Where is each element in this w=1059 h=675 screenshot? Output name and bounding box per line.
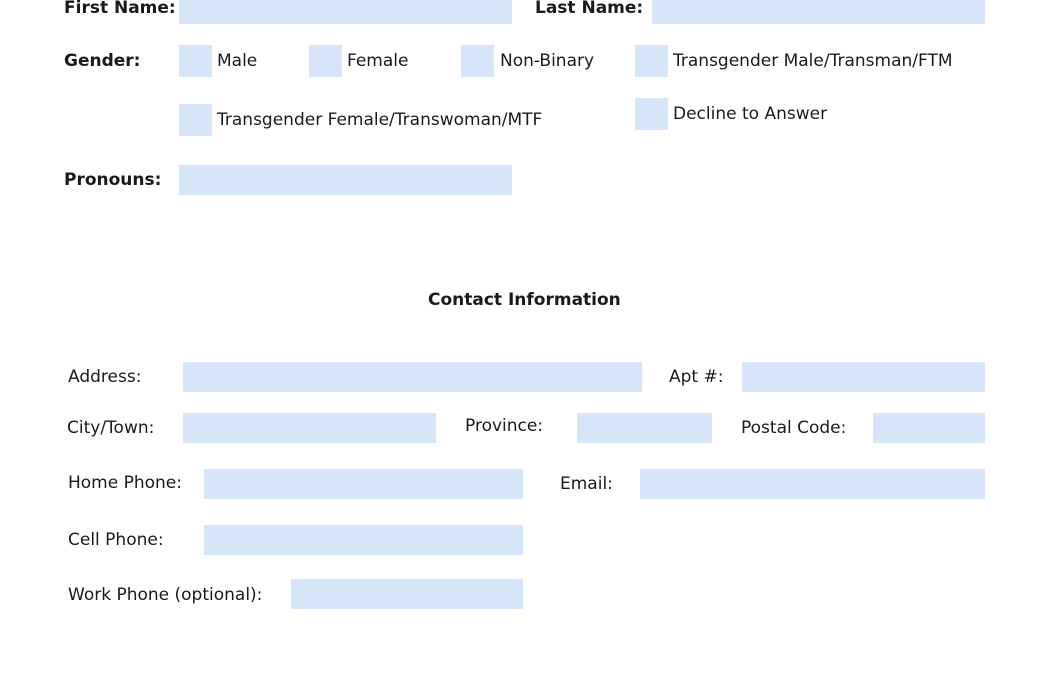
email-label: Email: xyxy=(560,474,613,494)
gender-transgender-male-checkbox[interactable] xyxy=(635,45,668,77)
gender-option-label: Non-Binary xyxy=(500,51,595,71)
first-name-label: First Name: xyxy=(64,0,176,18)
gender-non-binary-checkbox[interactable] xyxy=(461,45,494,77)
postal-code-input[interactable] xyxy=(873,413,985,443)
province-label: Province: xyxy=(465,416,544,436)
gender-option-label: Female xyxy=(347,51,409,71)
gender-decline-checkbox[interactable] xyxy=(635,98,668,130)
cell-phone-label: Cell Phone: xyxy=(68,530,164,550)
apt-input[interactable] xyxy=(742,362,985,392)
first-name-input[interactable] xyxy=(179,0,512,24)
gender-label: Gender: xyxy=(64,51,141,71)
contact-section-title: Contact Information xyxy=(428,290,621,310)
cell-phone-input[interactable] xyxy=(204,525,523,555)
last-name-input[interactable] xyxy=(652,0,985,24)
city-input[interactable] xyxy=(183,413,436,443)
gender-female-checkbox[interactable] xyxy=(309,45,342,77)
work-phone-label: Work Phone (optional): xyxy=(68,585,263,605)
gender-option-label: Male xyxy=(217,51,258,71)
gender-option-label: Transgender Male/Transman/FTM xyxy=(673,51,953,71)
province-input[interactable] xyxy=(577,413,712,443)
home-phone-label: Home Phone: xyxy=(68,473,182,493)
work-phone-input[interactable] xyxy=(291,579,523,609)
gender-male-checkbox[interactable] xyxy=(179,45,212,77)
postal-code-label: Postal Code: xyxy=(741,418,847,438)
apt-label: Apt #: xyxy=(669,367,724,387)
last-name-label: Last Name: xyxy=(535,0,644,18)
gender-transgender-female-checkbox[interactable] xyxy=(179,104,212,136)
gender-option-label: Decline to Answer xyxy=(673,104,828,124)
pronouns-label: Pronouns: xyxy=(64,170,162,190)
pronouns-input[interactable] xyxy=(179,165,512,195)
home-phone-input[interactable] xyxy=(204,469,523,499)
address-input[interactable] xyxy=(183,362,642,392)
city-label: City/Town: xyxy=(67,418,155,438)
email-input[interactable] xyxy=(640,469,985,499)
gender-option-label: Transgender Female/Transwoman/MTF xyxy=(217,110,543,130)
address-label: Address: xyxy=(68,367,142,387)
